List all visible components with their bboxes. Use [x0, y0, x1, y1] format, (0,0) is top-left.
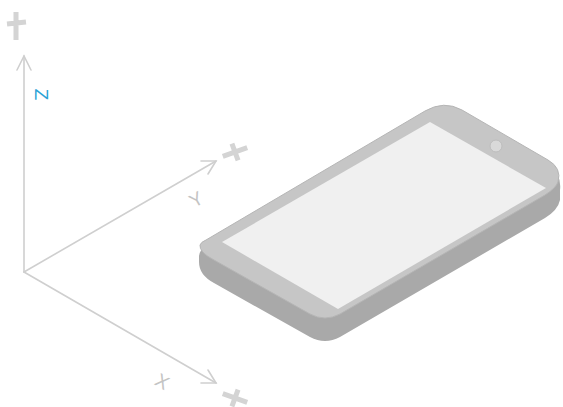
- z-axis: [23, 56, 25, 272]
- axes: [17, 56, 216, 383]
- y-arrowhead: [201, 161, 216, 174]
- y-axis: [24, 161, 216, 272]
- x-arrowhead: [201, 370, 216, 383]
- plus-symbols: [7, 12, 250, 407]
- phone-screen: [222, 122, 546, 309]
- x-axis-label: X: [152, 370, 172, 393]
- x-axis: [24, 272, 216, 383]
- y-plus: [220, 139, 251, 165]
- phone-body: [200, 105, 559, 318]
- phone-camera: [490, 140, 502, 152]
- y-axis-label: Y: [186, 188, 206, 211]
- z-plus: [7, 12, 26, 40]
- phone: [199, 105, 560, 341]
- z-axis-label: Z: [32, 88, 51, 100]
- z-arrowhead: [17, 56, 31, 70]
- x-plus: [220, 385, 251, 407]
